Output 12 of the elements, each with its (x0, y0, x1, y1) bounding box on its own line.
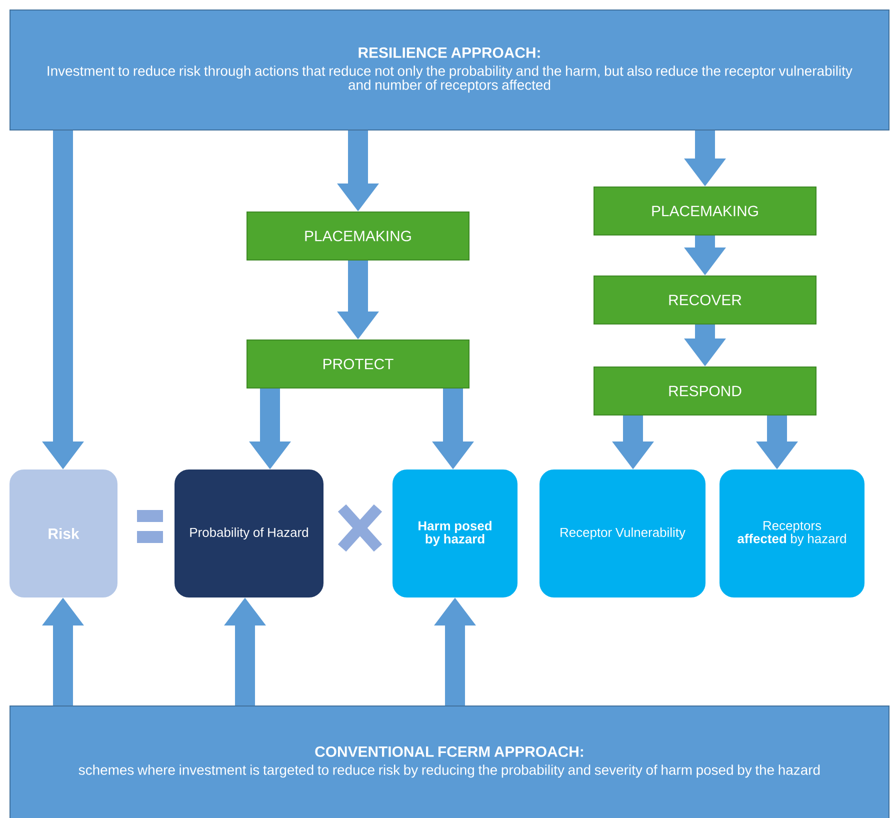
factor-box: Risk (10, 470, 118, 598)
action-box: PROTECT (246, 340, 470, 388)
approach-banner: CONVENTIONAL FCERM APPROACH: schemes where investment is targeted to reduce risk by reducing the probability and severity of harm posed by the hazard (10, 706, 890, 818)
factor-box: Receptors affected by hazard (720, 470, 864, 598)
action-box: PLACEMAKING (594, 186, 816, 236)
factor-box: Receptor Vulnerability (540, 470, 706, 598)
action-box: RESPOND (594, 366, 816, 416)
action-box: PLACEMAKING (246, 212, 470, 260)
action-box: RECOVER (594, 276, 816, 324)
factor-box: Harm posed by hazard (392, 470, 518, 598)
factor-box: Probability of Hazard (174, 470, 324, 598)
approach-banner: RESILIENCE APPROACH: Investment to reduce risk through actions that reduce not only the probability and the harm, but also reduce the receptor vulnerability and number of receptors affected (10, 10, 890, 130)
